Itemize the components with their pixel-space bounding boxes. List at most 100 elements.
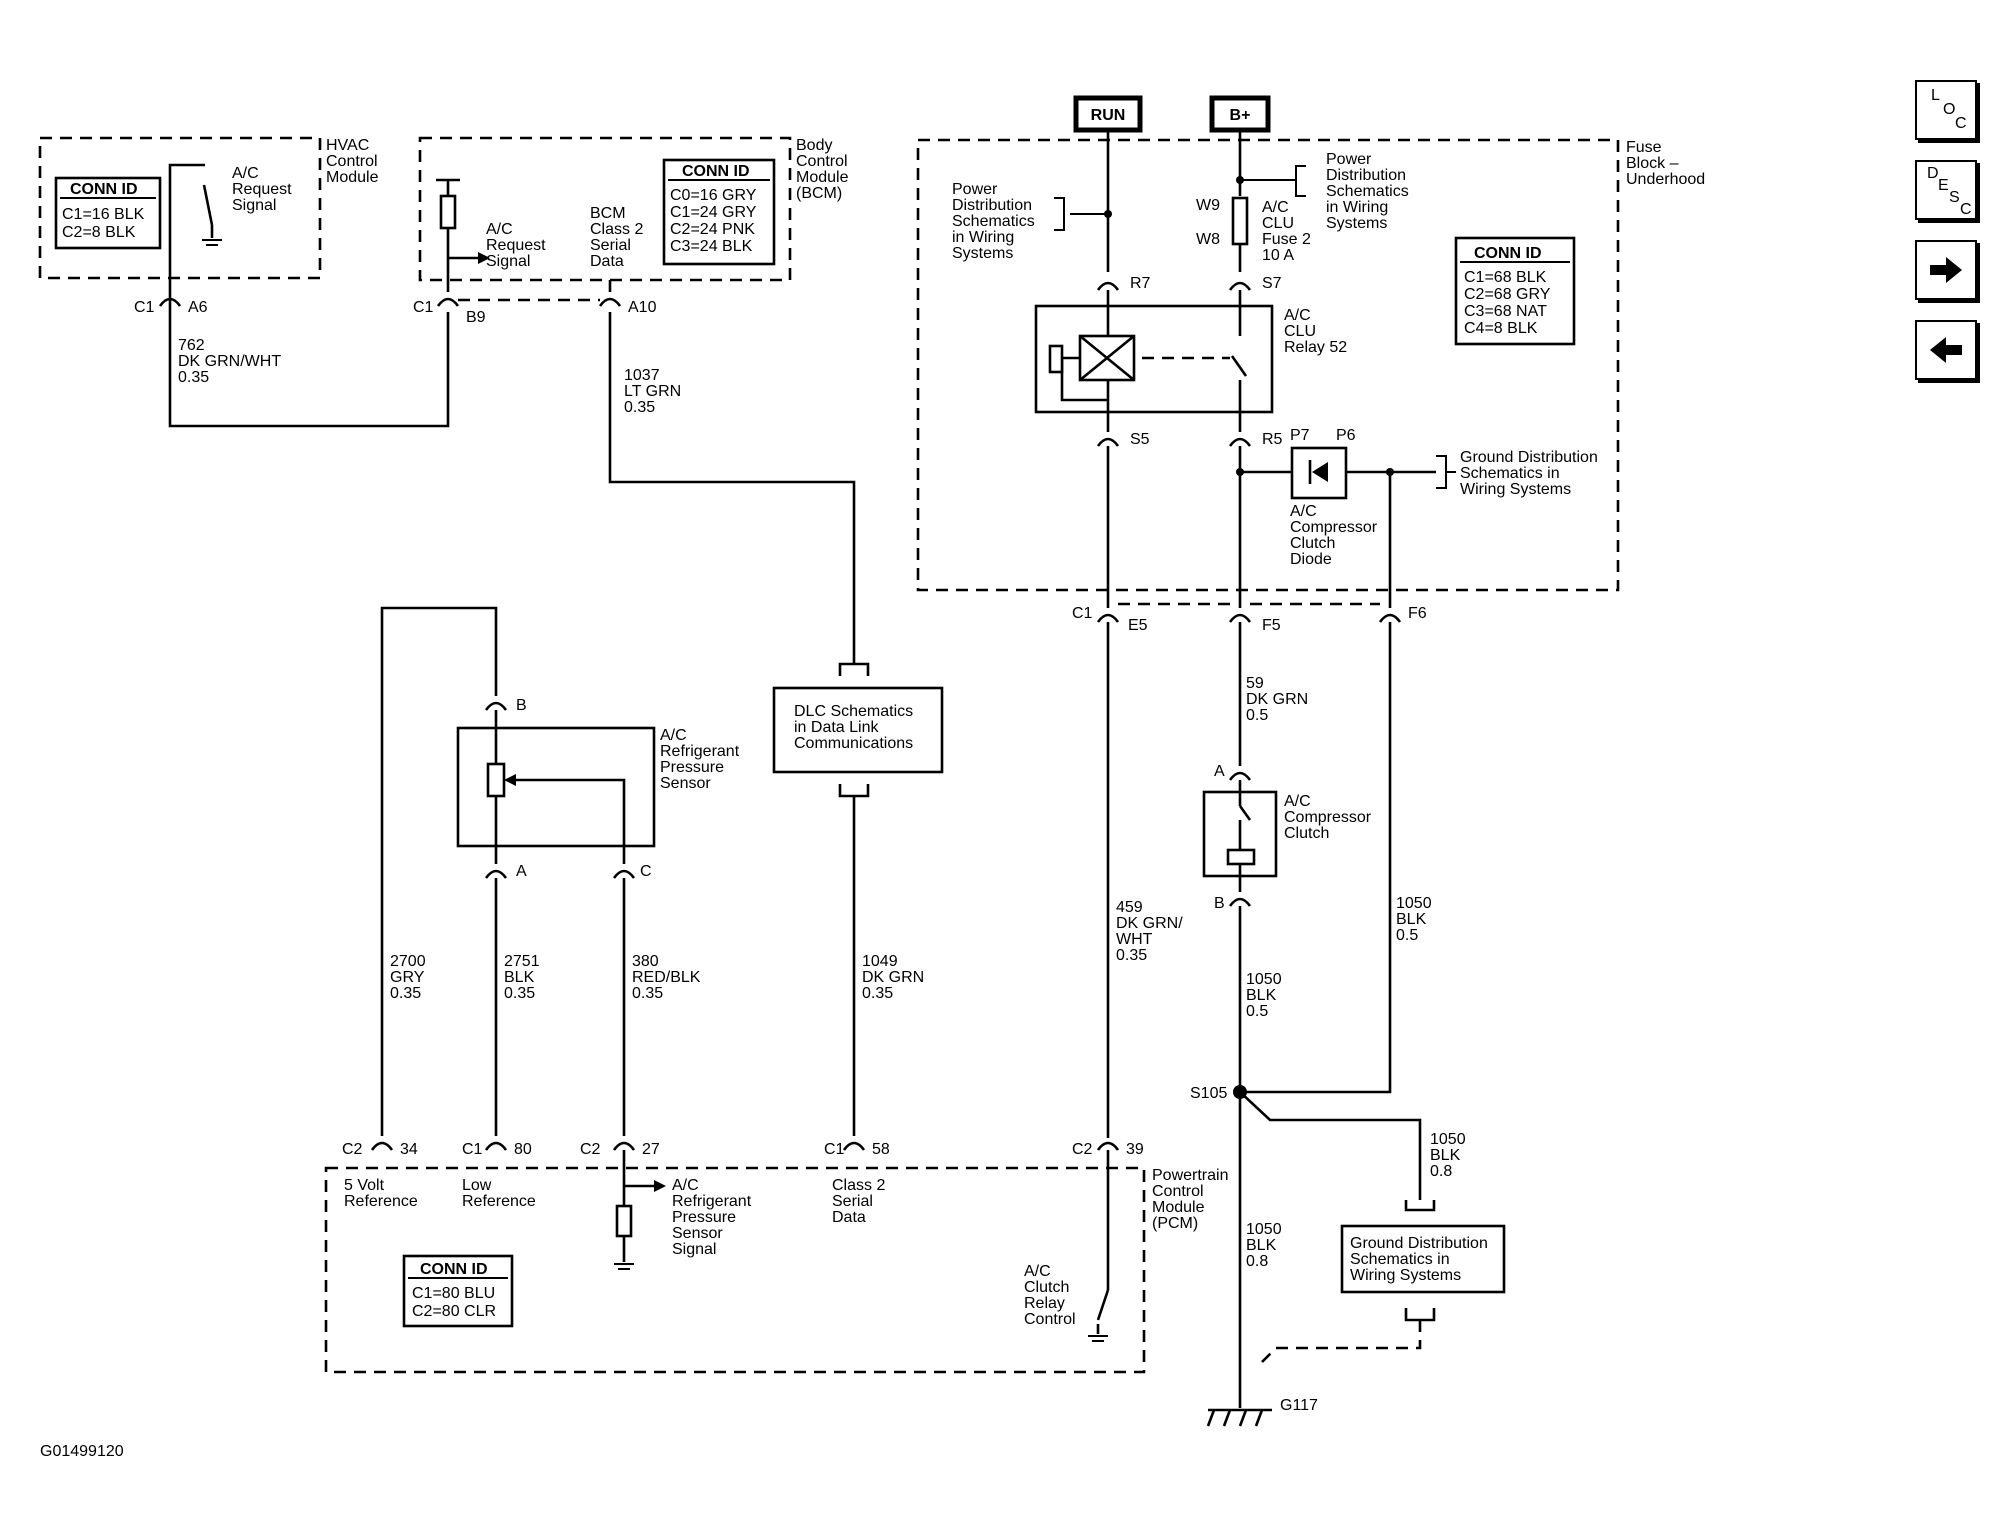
fuse-label-3: Fuse 2 <box>1262 231 1311 248</box>
diode-label-4: Diode <box>1290 551 1332 568</box>
connector-34 <box>370 1141 394 1151</box>
svg-text:L: L <box>1931 87 1940 104</box>
pin-w9: W9 <box>1196 197 1220 214</box>
connector-c1-b9 <box>436 297 460 307</box>
wire-1049-3: 0.35 <box>862 985 893 1002</box>
pcm-relay-ctrl-3: Relay <box>1024 1295 1065 1312</box>
bcm-serial-4: Data <box>590 253 624 270</box>
pcm-conn-1: C1=80 BLU <box>412 1285 495 1302</box>
pcm-serial-2: Serial <box>832 1193 873 1210</box>
connector-r7 <box>1096 281 1120 291</box>
diode-label-2: Compressor <box>1290 519 1378 536</box>
wire-459-4: 0.35 <box>1116 947 1147 964</box>
connector-f5 <box>1228 613 1252 623</box>
connector-s5 <box>1096 437 1120 447</box>
gnd-dist-3: Wiring Systems <box>1460 481 1571 498</box>
pin-r7: R7 <box>1130 275 1151 292</box>
pin-c1-fuse: C1 <box>1072 605 1093 622</box>
wire-1050a-1: 1050 <box>1246 971 1282 988</box>
wire-1037-3: 0.35 <box>624 399 655 416</box>
gnd-dist2-2: Schematics in <box>1350 1251 1450 1268</box>
arrow-icon <box>478 252 490 264</box>
relay-label-2: CLU <box>1284 323 1316 340</box>
wire-1050d-2: BLK <box>1246 1237 1277 1254</box>
bcm-name-3: Module <box>796 169 849 186</box>
dlc-label-3: Communications <box>794 735 913 752</box>
wire-1049-2: DK GRN <box>862 969 924 986</box>
wire-762-1: 762 <box>178 337 205 354</box>
svg-text:C: C <box>1955 115 1967 132</box>
desc-button[interactable]: D E S C <box>1915 160 1977 220</box>
next-button[interactable] <box>1915 240 1977 300</box>
pcm-lowref-1: Low <box>462 1177 492 1194</box>
pcm-sensor-sig-1: A/C <box>672 1177 699 1194</box>
bcm-conn-3: C2=24 PNK <box>670 221 755 238</box>
bcm-conn-1: C0=16 GRY <box>670 187 757 204</box>
wire-459-2: DK GRN/ <box>1116 915 1183 932</box>
bcm-conn-2: C1=24 GRY <box>670 204 757 221</box>
pin-clutch-a: A <box>1214 763 1225 780</box>
gnd-dist-1: Ground Distribution <box>1460 449 1598 466</box>
pin-sensor-b: B <box>516 697 527 714</box>
pin-a6: A6 <box>188 299 208 316</box>
wire-2751-1: 2751 <box>504 953 540 970</box>
hvac-name-1: HVAC <box>326 137 369 154</box>
prev-button[interactable] <box>1915 320 1977 380</box>
body-control-module: Body Control Module (BCM) CONN ID C0=16 … <box>418 136 849 292</box>
gnd-dist-box <box>1340 1224 1506 1294</box>
pin-c1-hvac: C1 <box>134 299 155 316</box>
wire-1049-1: 1049 <box>862 953 898 970</box>
svg-text:D: D <box>1927 165 1939 182</box>
wire-2700-3: 0.35 <box>390 985 421 1002</box>
wire-2751-3: 0.35 <box>504 985 535 1002</box>
pin-sensor-c: C <box>640 863 652 880</box>
pcm-serial-1: Class 2 <box>832 1177 885 1194</box>
pin-a10: A10 <box>628 299 657 316</box>
pcm-name-3: Module <box>1152 1199 1205 1216</box>
svg-text:E: E <box>1938 177 1949 194</box>
pin-w8: W8 <box>1196 231 1220 248</box>
resistor-icon <box>439 194 457 230</box>
gnd-dist-2: Schematics in <box>1460 465 1560 482</box>
bcm-name-4: (BCM) <box>796 185 842 202</box>
wire-2700-2: GRY <box>390 969 425 986</box>
gnd-dist2-3: Wiring Systems <box>1350 1267 1461 1284</box>
pin-p6: P6 <box>1336 427 1356 444</box>
connector-s7 <box>1228 281 1252 291</box>
pin-p7: P7 <box>1290 427 1310 444</box>
connector-e5 <box>1096 613 1120 623</box>
pds-right-1: Power <box>1326 151 1372 168</box>
pin-58: 58 <box>872 1141 890 1158</box>
wire-1050d-3: 0.8 <box>1246 1253 1268 1270</box>
pin-c2-27: C2 <box>580 1141 601 1158</box>
bcm-conn-4: C3=24 BLK <box>670 238 753 255</box>
bcm-conn-id-box <box>662 158 776 266</box>
fuse-block-underhood: Fuse Block – Underhood CONN ID C1=68 BLK… <box>916 130 1705 608</box>
wire-1050b-3: 0.5 <box>1396 927 1418 944</box>
fuse-label-4: 10 A <box>1262 247 1294 264</box>
wire-762-3: 0.35 <box>178 369 209 386</box>
fuse-name-3: Underhood <box>1626 171 1705 188</box>
relay-resistor-icon <box>1048 344 1064 374</box>
bplus-terminal <box>1209 95 1271 133</box>
figure-id: G01499120 <box>40 1443 124 1460</box>
fuse-name-1: Fuse <box>1626 139 1662 156</box>
loc-button[interactable]: L O C <box>1915 80 1977 140</box>
pin-f6: F6 <box>1408 605 1427 622</box>
pin-c1-58: C1 <box>824 1141 845 1158</box>
wire-1050a-2: BLK <box>1246 987 1277 1004</box>
bcm-name-2: Control <box>796 153 848 170</box>
pds-left-2: Distribution <box>952 197 1032 214</box>
wire-1050c-1: 1050 <box>1430 1131 1466 1148</box>
relay-label-1: A/C <box>1284 307 1311 324</box>
hvac-signal-3: Signal <box>232 197 276 214</box>
hvac-control-module: HVAC Control Module CONN ID C1=16 BLK C2… <box>38 136 379 280</box>
wire-2700-1: 2700 <box>390 953 426 970</box>
connector-clutch-b <box>1228 897 1252 907</box>
fuse-conn-1: C1=68 BLK <box>1464 269 1547 286</box>
pcm-ref5-2: Reference <box>344 1193 418 1210</box>
connector-58 <box>842 1141 866 1151</box>
pds-right-3: Schematics <box>1326 183 1409 200</box>
